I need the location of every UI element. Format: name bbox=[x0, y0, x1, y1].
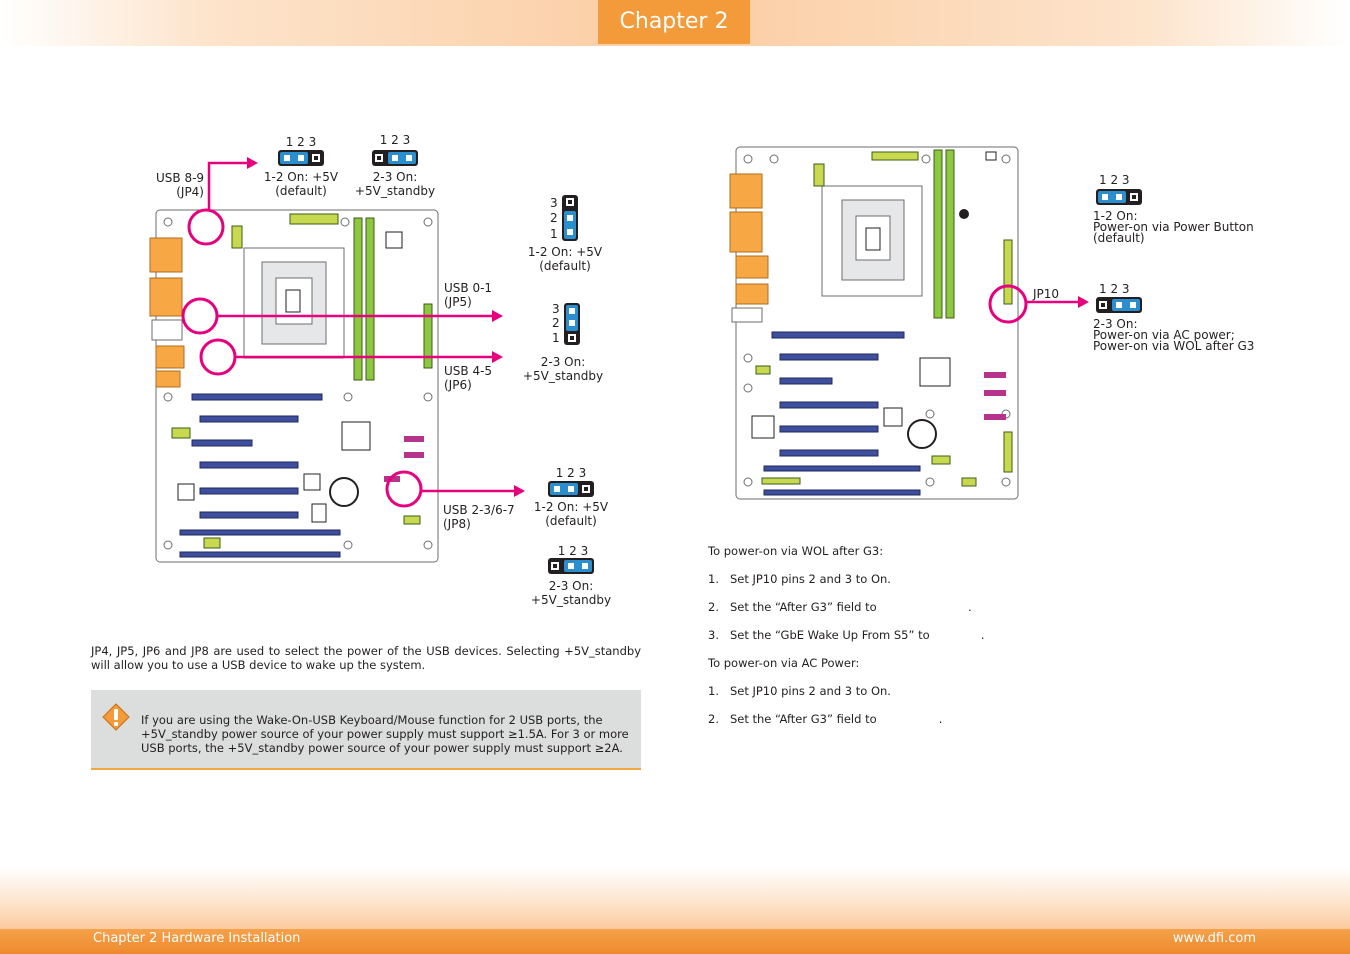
jp6-caption: 2-3 On:+5V_standby bbox=[522, 355, 604, 383]
footer-band bbox=[0, 868, 1350, 930]
jp10-opt1-pins: 1 2 3 bbox=[1099, 173, 1130, 187]
jp4-opt2-caption: 2-3 On:+5V_standby bbox=[354, 170, 436, 198]
jp4-label: USB 8-9(JP4) bbox=[156, 171, 205, 199]
jp10-opt2-caption: 2-3 On:Power-on via AC power;Power-on vi… bbox=[1093, 317, 1255, 353]
jp8-opt2-caption: 2-3 On:+5V_standby bbox=[530, 579, 612, 607]
jp5-label: USB 0-1(JP5) bbox=[444, 281, 493, 309]
jp8-opt1-pins: 1 2 3 bbox=[555, 466, 587, 480]
right-board-diagram bbox=[729, 146, 1142, 500]
jp10-opt2-pins: 1 2 3 bbox=[1099, 282, 1130, 296]
wol-step-2: 2. Set the “After G3” field to . bbox=[708, 600, 972, 614]
jp4-opt2-pins: 1 2 3 bbox=[379, 133, 411, 147]
footer-chapter-title: Chapter 2 Hardware Installation bbox=[93, 931, 301, 946]
jp5-pin2: 2 bbox=[550, 211, 558, 225]
jp5-caption: 1-2 On: +5V(default) bbox=[527, 245, 603, 273]
chapter-tab: Chapter 2 bbox=[598, 0, 750, 44]
wol-step-1: 1. Set JP10 pins 2 and 3 to On. bbox=[708, 572, 891, 586]
jp5-pin3: 3 bbox=[550, 196, 558, 210]
ac-step-2: 2. Set the “After G3” field to . bbox=[708, 712, 943, 726]
jp8-opt2-pins: 1 2 3 bbox=[557, 544, 589, 558]
jp6-pin3: 3 bbox=[552, 302, 560, 316]
footer-bar bbox=[0, 929, 1350, 954]
footer-website: www.dfi.com bbox=[1172, 931, 1256, 946]
jp10-opt1-caption: 1-2 On:Power-on via Power Button(default… bbox=[1093, 209, 1254, 245]
ac-step-1: 1. Set JP10 pins 2 and 3 to On. bbox=[708, 684, 891, 698]
warning-text: If you are using the Wake-On-USB Keyboar… bbox=[141, 713, 629, 755]
jp5-pin1: 1 bbox=[550, 227, 558, 241]
jp6-label: USB 4-5(JP6) bbox=[444, 364, 493, 392]
jp10-label: JP10 bbox=[1033, 287, 1060, 301]
warning-icon bbox=[102, 703, 130, 731]
wol-heading: To power-on via WOL after G3: bbox=[708, 544, 884, 558]
warning-note: If you are using the Wake-On-USB Keyboar… bbox=[91, 690, 641, 770]
ac-heading: To power-on via AC Power: bbox=[708, 656, 860, 670]
jp8-label: USB 2-3/6-7(JP8) bbox=[443, 503, 515, 531]
wol-step-3: 3. Set the “GbE Wake Up From S5” to . bbox=[708, 628, 985, 642]
left-board-diagram bbox=[149, 150, 594, 574]
usb-power-description: JP4, JP5, JP6 and JP8 are used to select… bbox=[91, 644, 641, 672]
jp6-pin2: 2 bbox=[552, 316, 560, 330]
jp6-pin1: 1 bbox=[552, 331, 560, 345]
jp4-opt1-caption: 1-2 On: +5V(default) bbox=[263, 170, 339, 198]
jp8-opt1-caption: 1-2 On: +5V(default) bbox=[533, 500, 609, 528]
jp4-opt1-pins: 1 2 3 bbox=[285, 135, 317, 149]
